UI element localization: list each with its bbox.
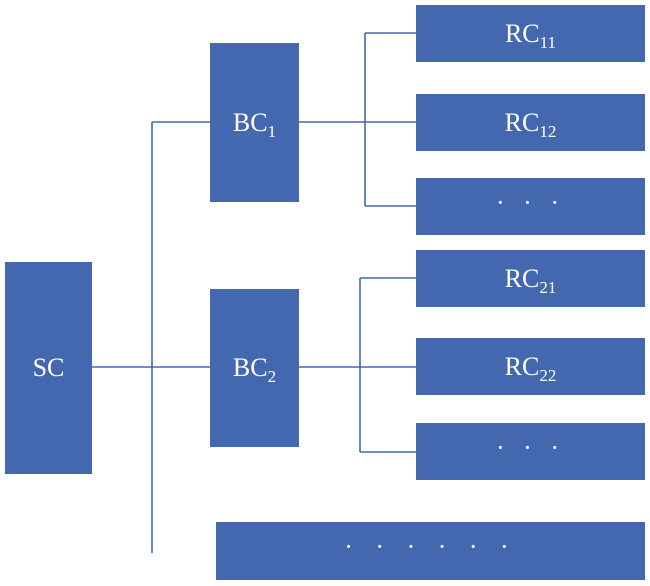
rc22-label: RC22 [504,351,557,385]
bc1-label: BC1 [232,107,277,141]
bc-ellipsis-box: · · · · · · [216,522,645,580]
rc2-ellipsis-label: · · · [496,432,565,462]
rc11-box: RC11 [416,5,645,62]
bc2-box: BC2 [210,289,299,447]
rc1-ellipsis-box: · · · [416,178,645,235]
rc2-ellipsis-box: · · · [416,423,645,480]
sc-box: SC [5,262,92,474]
sc-label: SC [32,353,65,382]
bc2-label: BC2 [232,353,277,386]
rc1-ellipsis-label: · · · [496,187,565,217]
rc11-label: RC11 [504,18,557,52]
rc21-label: RC21 [504,263,557,297]
bc1-box: BC1 [210,43,299,202]
rc12-label: RC12 [504,107,557,141]
bc-ellipsis-label: · · · · · · [344,532,517,561]
rc21-box: RC21 [416,250,645,307]
rc12-box: RC12 [416,94,645,151]
rc22-box: RC22 [416,338,645,395]
